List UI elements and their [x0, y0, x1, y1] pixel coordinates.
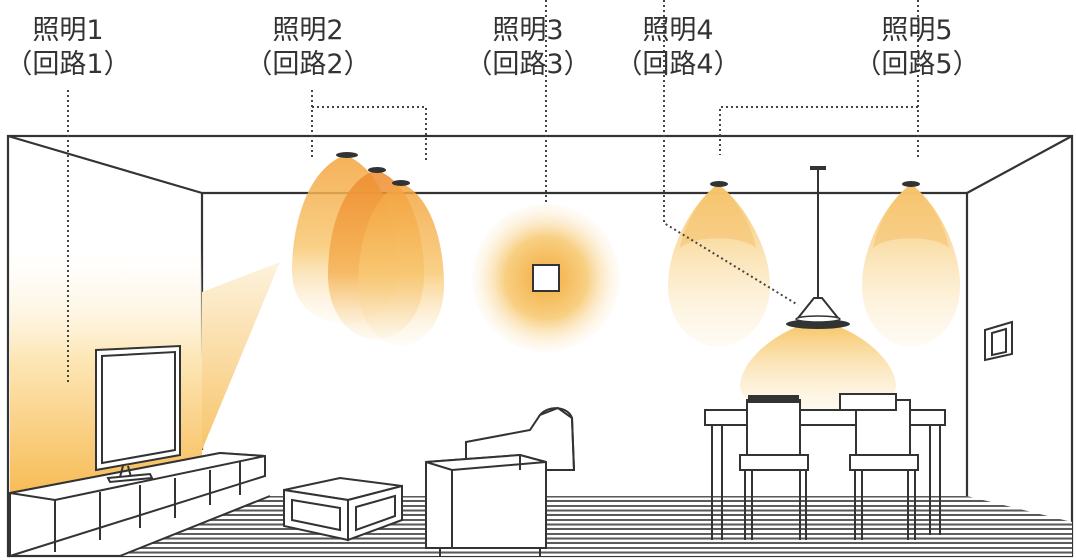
- light5-label: 照明5 （回路5）: [842, 14, 992, 82]
- light1-circuit: （回路1）: [5, 49, 131, 80]
- light4-name: 照明4: [642, 15, 714, 46]
- television: [95, 344, 181, 484]
- light2-name: 照明2: [272, 15, 344, 46]
- light5-name: 照明5: [881, 15, 953, 46]
- light4-label: 照明4 （回路4）: [608, 14, 748, 82]
- light3-circuit: （回路3）: [465, 49, 591, 80]
- light3-name: 照明3: [492, 15, 564, 46]
- light3-label: 照明3 （回路3）: [458, 14, 598, 82]
- dining-chairs: [739, 393, 919, 540]
- wall-switch: [984, 320, 1013, 362]
- coffee-table: [283, 476, 403, 542]
- light5-downlights: [668, 181, 960, 347]
- sofa: [425, 406, 576, 556]
- light4-circuit: （回路4）: [615, 49, 741, 80]
- light2-downlights: [292, 152, 444, 346]
- light2-label: 照明2 （回路2）: [238, 14, 378, 82]
- light3-wall-bracket: [472, 204, 620, 352]
- light5-circuit: （回路5）: [854, 49, 980, 80]
- light1-label: 照明1 （回路1）: [2, 14, 134, 82]
- light2-circuit: （回路2）: [245, 49, 371, 80]
- light4-pendant: [740, 166, 896, 416]
- leader-lines: [67, 0, 919, 382]
- light1-name: 照明1: [32, 15, 104, 46]
